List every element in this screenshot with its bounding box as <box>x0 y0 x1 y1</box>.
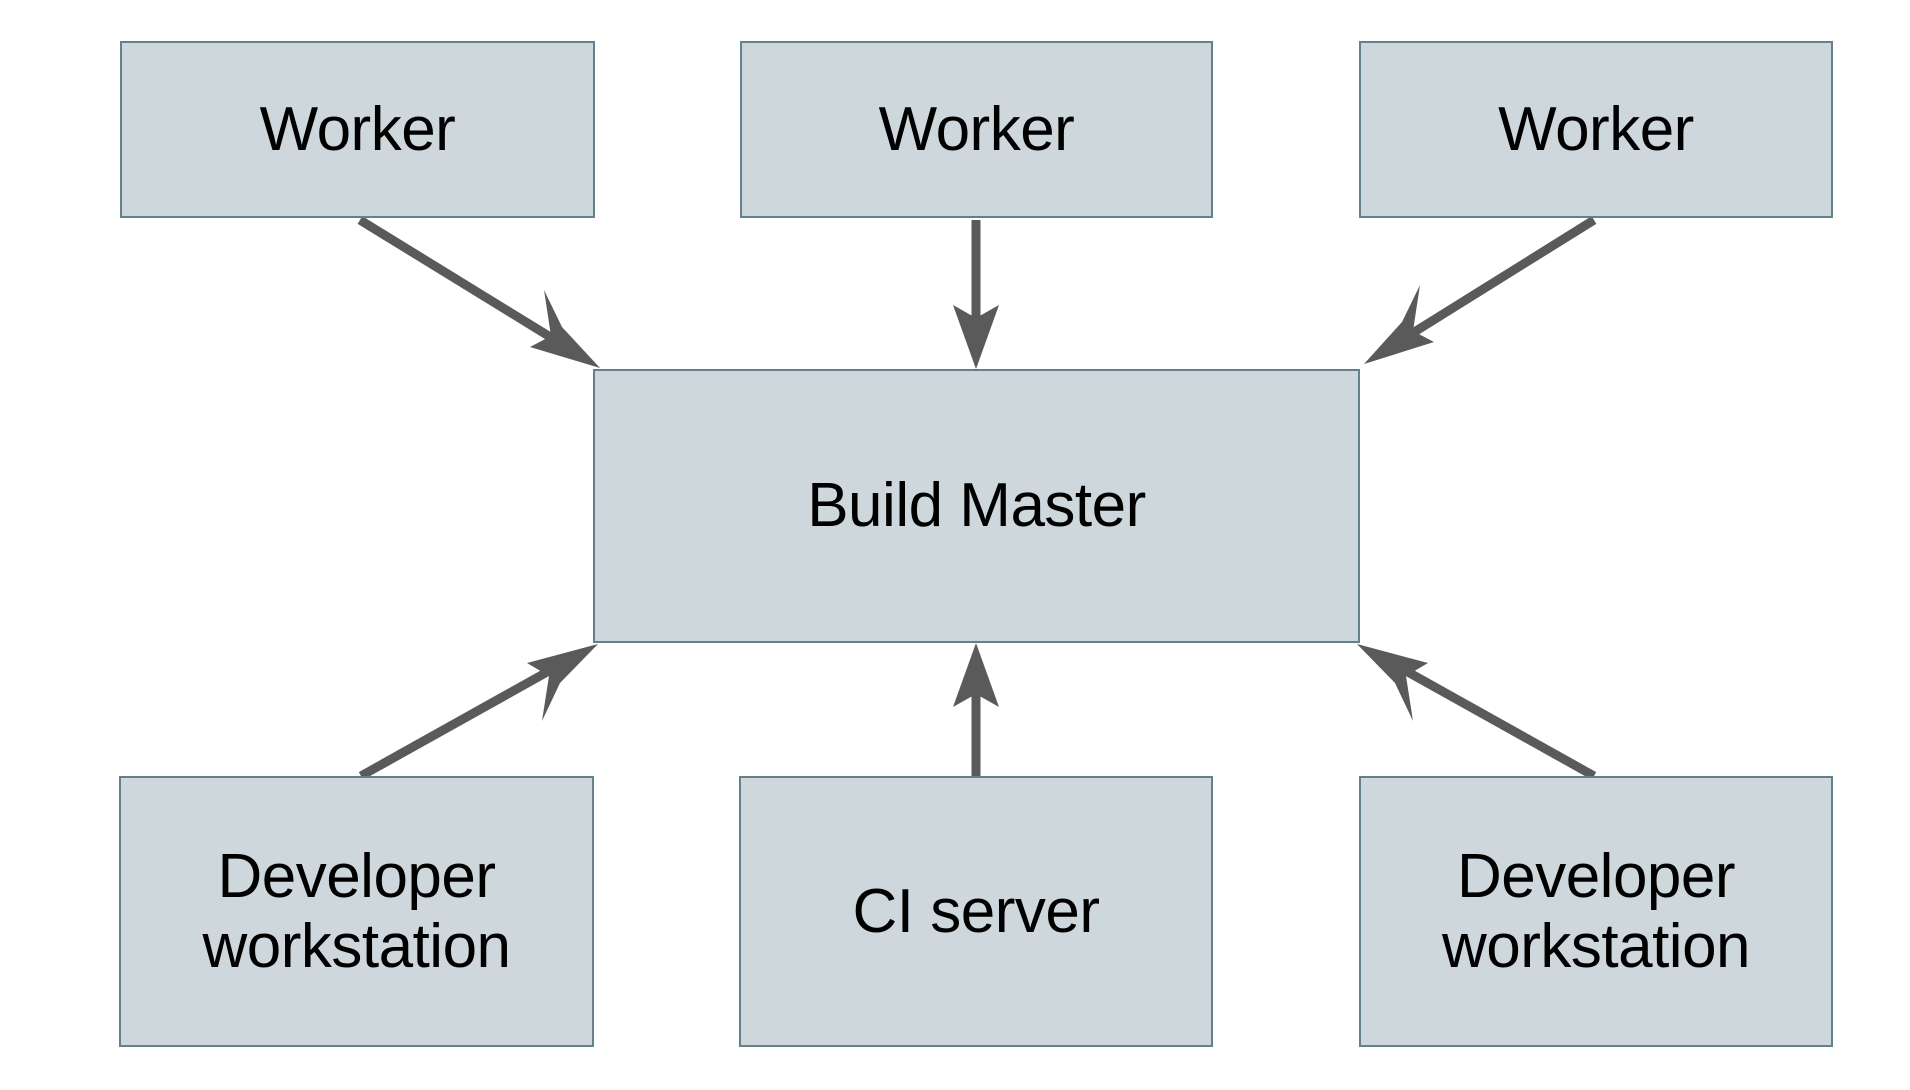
edge-worker-3-to-build-master <box>1364 216 1597 364</box>
node-worker-2-label: Worker <box>878 94 1075 164</box>
node-developer-workstation-1-label: Developer workstation <box>202 842 511 981</box>
edge-ci-server-to-build-master <box>953 643 999 776</box>
node-build-master[interactable]: Build Master <box>593 369 1360 643</box>
edge-worker-1-to-build-master <box>357 216 600 368</box>
node-ci-server-label: CI server <box>852 876 1100 946</box>
node-ci-server[interactable]: CI server <box>739 776 1213 1047</box>
edge-dev-ws-1-to-build-master <box>358 644 598 780</box>
node-worker-3[interactable]: Worker <box>1359 41 1833 218</box>
edge-dev-ws-2-to-build-master <box>1357 644 1597 780</box>
edge-worker-2-to-build-master <box>953 220 999 369</box>
node-worker-3-label: Worker <box>1498 94 1694 164</box>
node-developer-workstation-2[interactable]: Developer workstation <box>1359 776 1833 1047</box>
node-developer-workstation-1[interactable]: Developer workstation <box>119 776 594 1047</box>
node-worker-1-label: Worker <box>259 94 456 164</box>
node-worker-2[interactable]: Worker <box>740 41 1213 218</box>
node-worker-1[interactable]: Worker <box>120 41 595 218</box>
node-build-master-label: Build Master <box>807 471 1146 541</box>
node-developer-workstation-2-label: Developer workstation <box>1441 842 1751 981</box>
